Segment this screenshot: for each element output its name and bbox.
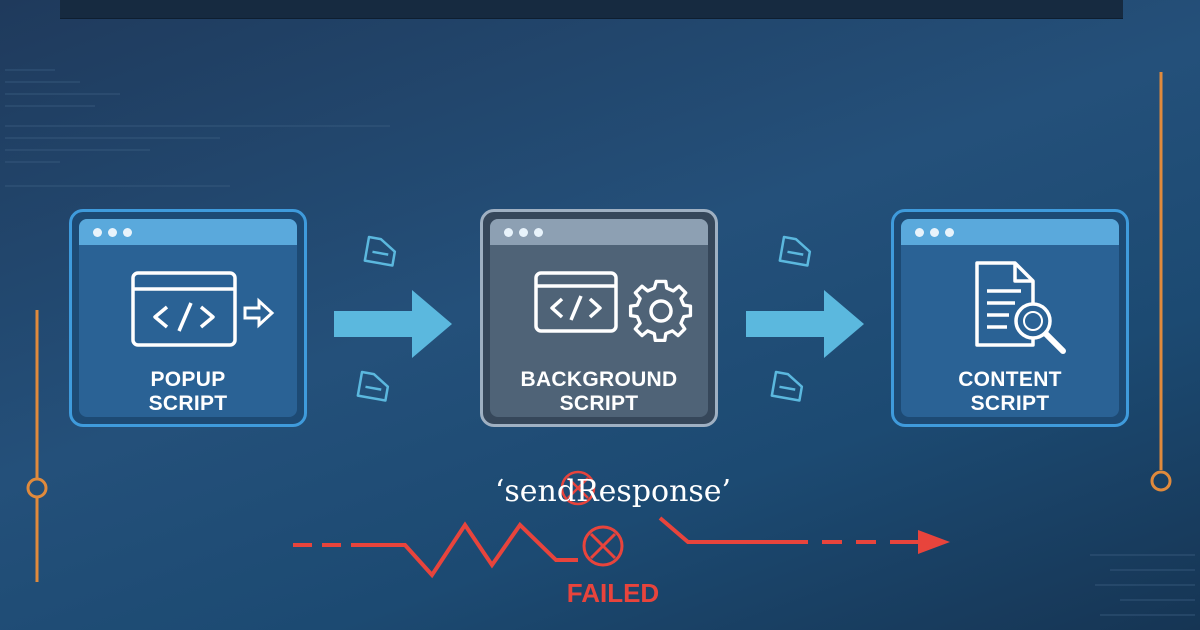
window-titlebar bbox=[901, 219, 1119, 245]
popup-script-node: POPUP SCRIPT bbox=[69, 209, 307, 427]
failed-status-label: FAILED bbox=[566, 578, 660, 608]
top-bar bbox=[60, 0, 1123, 19]
message-envelope-icon bbox=[363, 235, 397, 267]
window-dot-icon bbox=[519, 228, 528, 237]
window-dot-icon bbox=[108, 228, 117, 237]
node-label-line2: SCRIPT bbox=[559, 392, 639, 415]
background-script-node: BACKGROUND SCRIPT bbox=[480, 209, 718, 427]
window-titlebar bbox=[79, 219, 297, 245]
message-envelope-icon bbox=[770, 370, 804, 402]
timeline-right bbox=[1150, 72, 1172, 492]
window-titlebar bbox=[490, 219, 708, 245]
window-dot-icon bbox=[945, 228, 954, 237]
error-x-circle-icon bbox=[582, 525, 624, 567]
content-script-node: CONTENT SCRIPT bbox=[891, 209, 1129, 427]
node-label-line1: POPUP bbox=[150, 368, 226, 391]
background-code-lines bbox=[5, 69, 390, 187]
node-label-line2: SCRIPT bbox=[970, 392, 1050, 415]
flow-arrow-background-to-content bbox=[746, 290, 864, 358]
window-dot-icon bbox=[123, 228, 132, 237]
failed-response-path bbox=[293, 516, 920, 579]
message-envelope-icon bbox=[356, 370, 390, 402]
document-search-icon bbox=[975, 261, 1066, 354]
window-dot-icon bbox=[93, 228, 102, 237]
small-error-x-circle-icon bbox=[560, 470, 596, 506]
node-label-line1: BACKGROUND bbox=[520, 368, 678, 391]
gear-icon bbox=[628, 279, 693, 343]
window-dot-icon bbox=[534, 228, 543, 237]
window-dot-icon bbox=[915, 228, 924, 237]
window-dot-icon bbox=[930, 228, 939, 237]
message-envelope-icon bbox=[778, 235, 812, 267]
node-label-line2: SCRIPT bbox=[148, 392, 228, 415]
window-dot-icon bbox=[504, 228, 513, 237]
send-response-label: ‘sendResponse’ bbox=[494, 474, 732, 509]
background-code-lines-right bbox=[1090, 554, 1195, 616]
code-window-send-icon bbox=[131, 271, 275, 347]
timeline-left bbox=[26, 310, 48, 582]
flow-arrow-popup-to-background bbox=[334, 290, 452, 358]
node-label-line1: CONTENT bbox=[958, 368, 1062, 391]
code-window-icon bbox=[534, 271, 618, 333]
failed-path-arrowhead bbox=[918, 530, 950, 554]
